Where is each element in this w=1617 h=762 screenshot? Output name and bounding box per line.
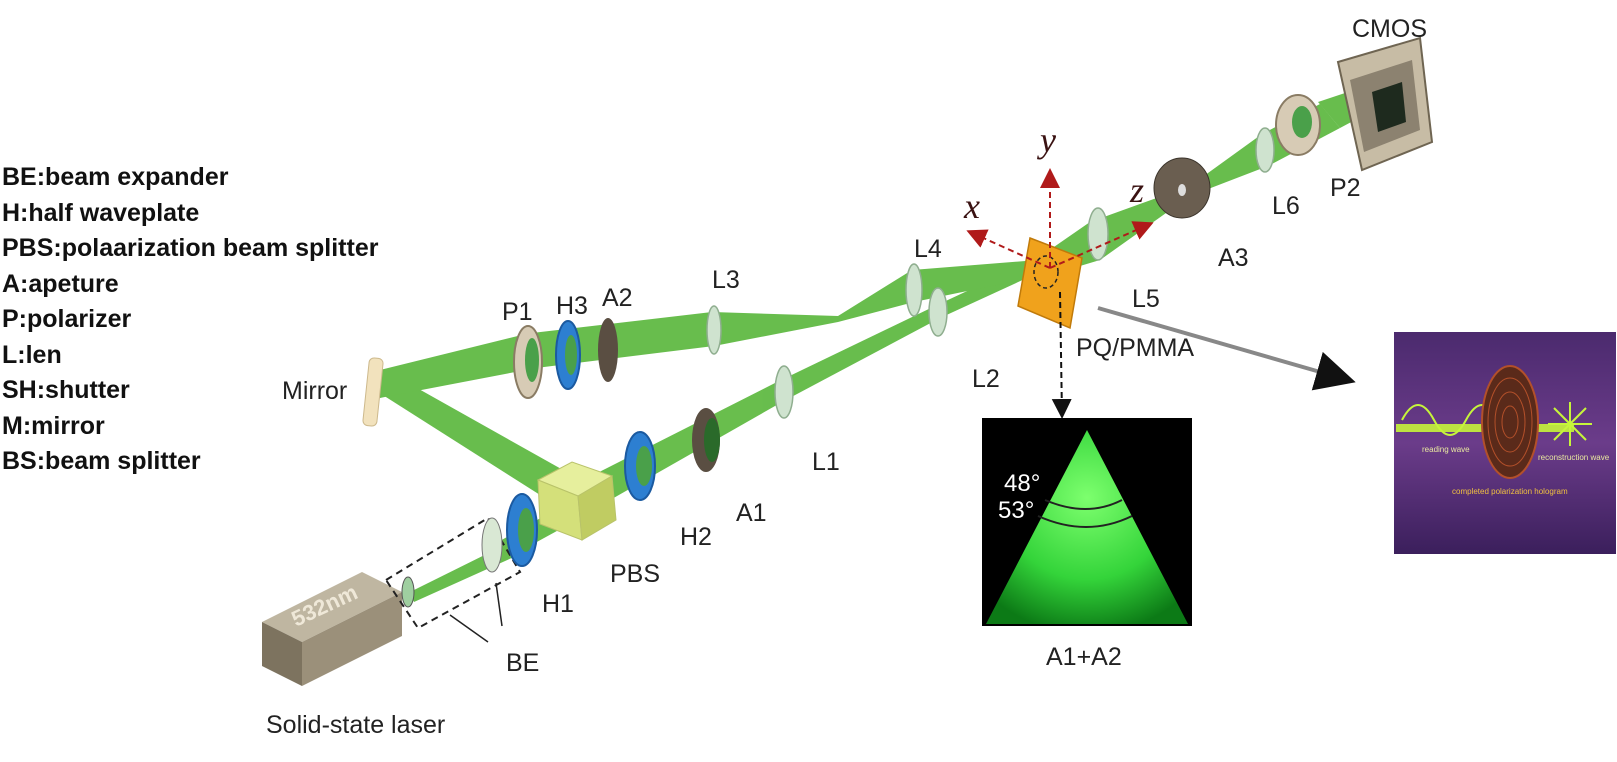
- legend-item-a: A:apeture: [2, 269, 119, 298]
- label-p1: P1: [502, 298, 533, 326]
- label-solid-state-laser: Solid-state laser: [266, 711, 445, 739]
- lens-l1: [774, 365, 794, 419]
- legend-item-bs: BS:beam splitter: [2, 447, 201, 475]
- label-mirror: Mirror: [282, 377, 347, 405]
- component-labels: CMOS P2 L6 A3 L5 PQ/PMMA L4 L2 L3 A2 H3 …: [266, 15, 1427, 739]
- coordinate-axes: [966, 168, 1154, 269]
- angle-48-label: 48°: [1004, 470, 1040, 497]
- hologram-label: completed polarization hologram: [1452, 487, 1568, 496]
- label-l3: L3: [712, 266, 740, 294]
- beam-mirror-to-p1: [380, 333, 536, 398]
- label-l4: L4: [914, 235, 942, 263]
- beam-pbs-to-mirror: [378, 370, 572, 500]
- sample-pq-pmma: [1017, 236, 1083, 330]
- axis-z-label: z: [1129, 170, 1144, 210]
- label-l2: L2: [972, 365, 1000, 393]
- hologram-disk: [1481, 365, 1539, 479]
- waveplates: [506, 320, 656, 567]
- legend-item-m: M:mirror: [2, 411, 105, 440]
- lenses: [706, 127, 1275, 419]
- legend-item-h: H:half waveplate: [2, 198, 200, 227]
- cmos-camera: [1336, 36, 1434, 172]
- legend-item-be: BE:beam expander: [2, 163, 229, 191]
- axis-x-arrow: [966, 229, 1051, 269]
- reading-wave-label: reading wave: [1422, 445, 1470, 454]
- mirror: [362, 357, 384, 427]
- label-h3: H3: [556, 292, 588, 320]
- beam-l4-to-sample: [912, 260, 1040, 302]
- legend-item-p: P:polarizer: [2, 305, 132, 333]
- label-cmos: CMOS: [1352, 15, 1427, 43]
- reconstruction-star: [1548, 402, 1592, 446]
- lens-l4: [905, 263, 923, 317]
- label-pq-pmma: PQ/PMMA: [1076, 334, 1194, 362]
- label-h2: H2: [680, 523, 712, 551]
- label-l5: L5: [1132, 285, 1160, 313]
- label-h1: H1: [542, 590, 574, 618]
- apertures: [598, 157, 1211, 472]
- beam-expander: [384, 516, 522, 643]
- beam-l3-to-l4: [838, 270, 914, 322]
- label-a1-a2: A1+A2: [1046, 643, 1122, 671]
- be-lens-small: [401, 576, 415, 608]
- axis-z-arrow: [1049, 221, 1154, 269]
- legend-list: BE:beam expander H:half waveplate PBS:po…: [2, 160, 378, 480]
- label-p2: P2: [1330, 174, 1361, 202]
- axis-y-label: y: [1037, 120, 1056, 160]
- legend-item-sh: SH:shutter: [2, 376, 130, 404]
- legend-item-l: L:len: [2, 340, 62, 369]
- lens-l2: [928, 287, 948, 337]
- label-l6: L6: [1272, 192, 1300, 220]
- lens-l3: [706, 305, 722, 355]
- beam-l3-focus: [712, 312, 838, 346]
- label-be: BE: [506, 649, 539, 677]
- arrow-to-hologram: [1097, 306, 1356, 391]
- angle-53-label: 53°: [998, 497, 1034, 524]
- solid-state-laser: 532nm: [262, 572, 402, 686]
- lens-l6: [1255, 127, 1275, 173]
- pbs-cube: [536, 461, 617, 541]
- hologram-inset: reading wave reconstruction wave complet…: [1394, 332, 1616, 554]
- be-lens-large: [481, 517, 503, 573]
- label-l1: L1: [812, 448, 840, 476]
- label-pbs: PBS: [610, 560, 660, 588]
- lens-l5: [1087, 207, 1109, 261]
- reconstruction-wave-label: reconstruction wave: [1538, 453, 1610, 462]
- label-a2: A2: [602, 284, 633, 312]
- diffraction-pattern-inset: 48° 53°: [982, 418, 1192, 626]
- aperture-a2: [598, 318, 618, 382]
- label-a1: A1: [736, 499, 767, 527]
- polarizers: [513, 94, 1321, 399]
- arrow-to-pattern: [1051, 291, 1072, 419]
- label-a3: A3: [1218, 244, 1249, 272]
- beam-l1-to-l2: [775, 306, 940, 402]
- legend-item-pbs: PBS:polaarization beam splitter: [2, 234, 379, 262]
- axis-x-label: x: [963, 186, 980, 226]
